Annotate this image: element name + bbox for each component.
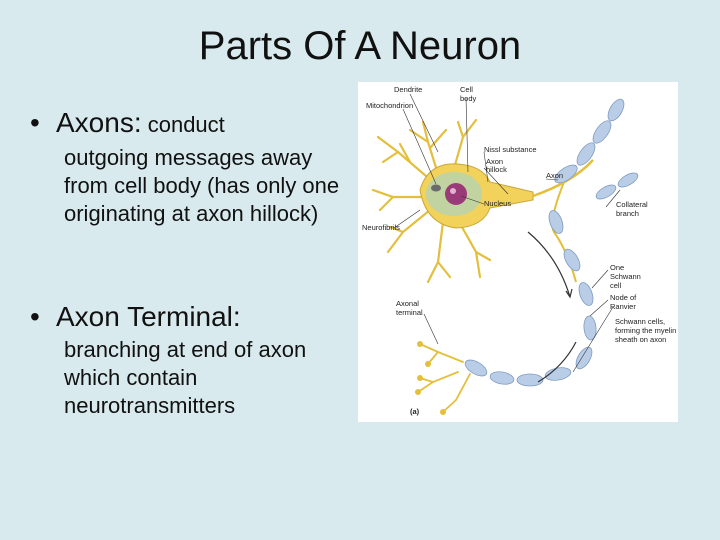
- neuron-diagram: Dendrite Cell body Mitochondrion Nissl s…: [358, 82, 678, 422]
- label-dendrite: Dendrite: [394, 85, 422, 94]
- direction-arrows: [527, 231, 577, 383]
- label-axon-hillock-1: Axon: [486, 157, 503, 166]
- bullet-axon-terminal: • Axon Terminal: branching at end of axon…: [30, 300, 360, 420]
- label-collateral-2: branch: [616, 209, 639, 218]
- dendrites: [371, 118, 492, 284]
- label-sheath-2: forming the myelin: [615, 326, 676, 335]
- mitochondrion: [431, 184, 441, 192]
- nucleus: [445, 183, 467, 205]
- label-nissl: Nissl substance: [484, 145, 537, 154]
- bullet-marker: •: [30, 301, 40, 332]
- bullet-heading: Axon Terminal:: [56, 301, 241, 332]
- label-node-1: Node of: [610, 293, 637, 302]
- label-sheath-3: sheath on axon: [615, 335, 666, 344]
- label-schwann-2: Schwann: [610, 272, 641, 281]
- label-panel: (a): [410, 407, 420, 416]
- neuron-illustration: Dendrite Cell body Mitochondrion Nissl s…: [362, 85, 676, 416]
- label-node-2: Ranvier: [610, 302, 636, 311]
- bullet-body: outgoing messages away from cell body (h…: [64, 145, 340, 226]
- label-nucleus: Nucleus: [484, 199, 511, 208]
- bullet-body: branching at end of axon which contain n…: [64, 337, 307, 418]
- label-axonal-2: terminal: [396, 308, 423, 317]
- nucleolus: [450, 188, 456, 194]
- label-cell-body-1: Cell: [460, 85, 473, 94]
- label-schwann-3: cell: [610, 281, 622, 290]
- bullet-marker: •: [30, 107, 40, 138]
- label-schwann-1: One: [610, 263, 624, 272]
- terminal-knobs: [415, 341, 446, 415]
- bullet-inline-text: conduct: [141, 112, 225, 137]
- label-collateral-1: Collateral: [616, 200, 648, 209]
- label-sheath-1: Schwann cells,: [615, 317, 665, 326]
- bullet-heading: Axons:: [56, 107, 142, 138]
- bullet-axons: • Axons: conduct outgoing messages away f…: [30, 106, 360, 228]
- label-cell-body-2: body: [460, 94, 477, 103]
- slide-title: Parts Of A Neuron: [198, 24, 522, 68]
- leader-lines: [393, 93, 621, 373]
- axon-myelin: [464, 98, 625, 387]
- label-axonal-1: Axonal: [396, 299, 419, 308]
- label-axon: Axon: [546, 171, 563, 180]
- label-neurofibrils: Neurofibrils: [362, 223, 400, 232]
- label-mitochondrion: Mitochondrion: [366, 101, 413, 110]
- collateral-branch: [595, 172, 639, 200]
- label-axon-hillock-2: hillock: [486, 165, 507, 174]
- axonal-terminals: [417, 343, 471, 413]
